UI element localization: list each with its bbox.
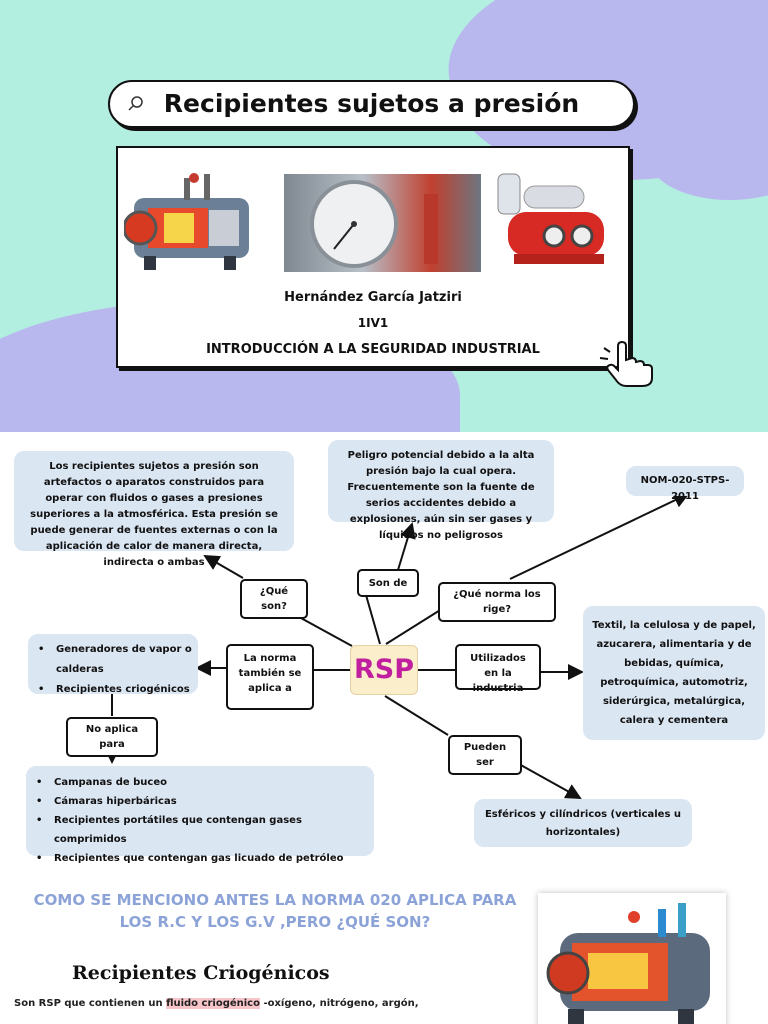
pressure-vessel-image <box>497 173 604 264</box>
applies-bubble: Generadores de vapor o calderas Recipien… <box>28 634 198 700</box>
boiler-image <box>124 173 249 270</box>
definition-bubble: Los recipientes sujetos a presión son ar… <box>14 451 294 568</box>
list-item: Generadores de vapor o calderas <box>32 640 194 680</box>
author-name: Hernández García Jatziri <box>284 290 462 305</box>
norm-bubble: NOM-020-STPS-2011 <box>626 466 744 502</box>
course-name: INTRODUCCIÓN A LA SEGURIDAD INDUSTRIAL <box>206 342 540 357</box>
connector-lines <box>104 492 690 799</box>
crio-text-start: Son RSP que contienen un <box>14 998 167 1009</box>
label-pueden-ser: Pueden ser <box>448 735 522 775</box>
boiler-cutaway-image <box>538 893 726 1024</box>
label-aplica: La norma también se aplica a <box>226 644 314 710</box>
danger-text: Peligro potencial debido a la alta presi… <box>347 450 535 541</box>
cover-card: Hernández García Jatziri 1IV1 INTRODUCCI… <box>116 146 630 368</box>
not-applies-bubble: Campanas de buceo Cámaras hiperbáricas R… <box>26 766 374 868</box>
industries-text: Textil, la celulosa y de papel, azucarer… <box>592 620 756 726</box>
label-que-son: ¿Qué son? <box>240 579 308 619</box>
list-item: Campanas de buceo <box>30 773 370 792</box>
pressure-gauge-image <box>284 174 481 272</box>
industries-bubble: Textil, la celulosa y de papel, azucarer… <box>583 606 765 740</box>
section-heading: COMO SE MENCIONO ANTES LA NORMA 020 APLI… <box>33 891 517 931</box>
rsp-center-node: RSP <box>350 645 418 695</box>
label-utilizados: Utilizados en la industria <box>455 644 541 694</box>
search-icon <box>128 96 143 111</box>
group-code: 1IV1 <box>357 316 389 330</box>
label-son-de: Son de <box>357 569 419 597</box>
crio-title: Recipientes Criogénicos <box>72 962 330 984</box>
definition-text: Los recipientes sujetos a presión son ar… <box>30 461 278 568</box>
label-norma: ¿Qué norma los rige? <box>438 582 556 622</box>
page-title: Recipientes sujetos a presión <box>163 89 580 118</box>
crio-text-end: -oxígeno, nitrógeno, argón, <box>259 998 419 1009</box>
label-no-aplica: No aplica para <box>66 717 158 757</box>
list-item: Recipientes portátiles que contengan gas… <box>30 811 370 849</box>
pointing-hand-icon <box>599 340 653 387</box>
list-item: Recipientes criogénicos <box>32 680 194 700</box>
cover-section: Recipientes sujetos a presión <box>0 0 768 432</box>
list-item: Recipientes que contengan gas licuado de… <box>30 849 370 868</box>
title-search-bar: Recipientes sujetos a presión <box>108 80 635 128</box>
crio-highlight: fluido criogénico <box>166 998 260 1009</box>
list-item: Cámaras hiperbáricas <box>30 792 370 811</box>
decor-blob <box>650 120 768 200</box>
shapes-bubble: Esféricos y cilíndricos (verticales u ho… <box>474 799 692 847</box>
norm-text: NOM-020-STPS-2011 <box>640 475 730 502</box>
crio-paragraph: Son RSP que contienen un fluido criogéni… <box>14 998 534 1009</box>
danger-bubble: Peligro potencial debido a la alta presi… <box>328 440 554 541</box>
mind-map: Los recipientes sujetos a presión son ar… <box>0 432 768 868</box>
shapes-text: Esféricos y cilíndricos (verticales u ho… <box>484 809 682 838</box>
